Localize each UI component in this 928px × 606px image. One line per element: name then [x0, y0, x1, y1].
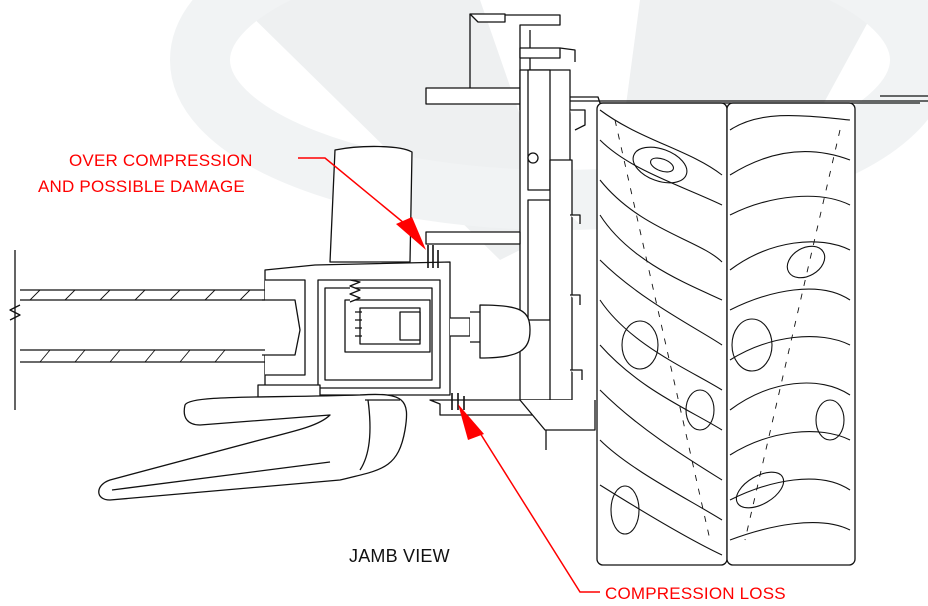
- label-over-compression-line1: OVER COMPRESSION: [69, 151, 253, 170]
- label-over-compression-line2: AND POSSIBLE DAMAGE: [38, 177, 245, 196]
- label-compression-loss: COMPRESSION LOSS: [605, 584, 786, 603]
- arrow-head-bottom: [458, 404, 484, 440]
- seal-bottom: [451, 393, 465, 410]
- leader-line-top: [298, 157, 411, 229]
- arrow-head-top: [396, 217, 426, 250]
- leader-line-bottom: [474, 424, 600, 593]
- top-membrane: [568, 95, 928, 104]
- glazing-unit: [9, 250, 265, 410]
- label-jamb-view: JAMB VIEW: [349, 546, 450, 566]
- seal-top: [427, 245, 439, 268]
- timber-wall: [596, 102, 856, 566]
- annotation-compression-loss: [458, 404, 600, 593]
- annotation-over-compression: [298, 157, 426, 250]
- window-handle: [98, 145, 413, 501]
- outer-frame-profile: [425, 13, 596, 450]
- timber-board-right: [726, 102, 856, 566]
- sash-profile: [257, 261, 531, 401]
